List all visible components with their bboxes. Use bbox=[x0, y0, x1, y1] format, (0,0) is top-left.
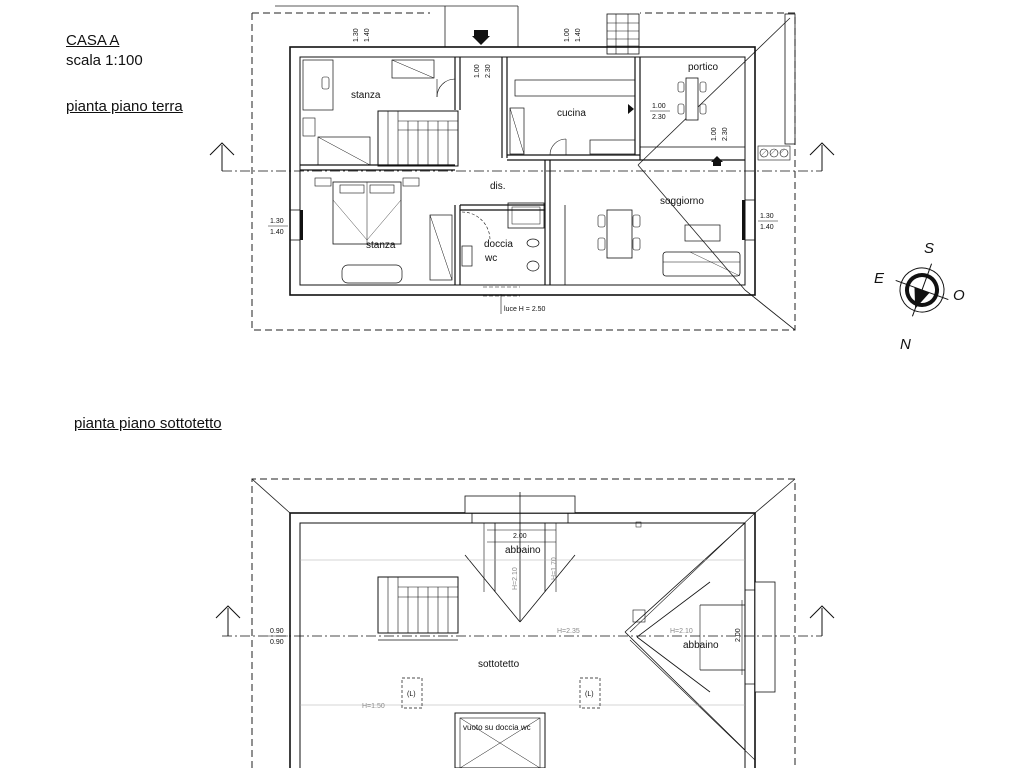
desk-top-room bbox=[302, 59, 334, 111]
compass-east-label: E bbox=[874, 270, 885, 287]
compass-rose-icon bbox=[895, 263, 949, 317]
room-label-cucina: cucina bbox=[557, 108, 586, 119]
dim-west-win-a: 1.30 bbox=[270, 218, 284, 225]
dim-kitchen-door-b: 2.30 bbox=[652, 114, 666, 121]
dim-portico-door-a: 1.00 bbox=[711, 127, 718, 141]
attic-roof-outline bbox=[251, 478, 796, 768]
shower-tray bbox=[507, 202, 545, 229]
room-label-portico: portico bbox=[688, 62, 718, 73]
entrance-arrow-icon bbox=[472, 36, 490, 45]
sofa bbox=[662, 251, 741, 277]
dim-dormer-right-width: 2.00 bbox=[735, 628, 742, 642]
attic-floor-plan: abbaino abbaino sottotetto vuoto su docc… bbox=[215, 478, 835, 768]
plan-title: CASA A bbox=[66, 32, 120, 49]
dim-kitchen-door-a: 1.00 bbox=[652, 103, 666, 110]
dim-east-win-a: 1.30 bbox=[760, 213, 774, 220]
skylight-left-label: (L) bbox=[407, 691, 416, 698]
plan-scale: scala 1:100 bbox=[66, 52, 143, 69]
void-label: vuoto su doccia wc bbox=[463, 723, 531, 732]
void-over-bathroom bbox=[454, 712, 546, 768]
room-label-wc: wc bbox=[484, 253, 497, 264]
kitchen-counter bbox=[514, 79, 636, 97]
room-label-abbaino-top: abbaino bbox=[505, 545, 541, 556]
room-label-dis: dis. bbox=[490, 181, 506, 192]
roof-outline bbox=[251, 12, 796, 331]
dim-door-b: 2.30 bbox=[485, 64, 492, 78]
height-label-235: H=2.35 bbox=[557, 628, 580, 635]
dormer-right bbox=[754, 581, 776, 693]
dim-win2-b: 1.40 bbox=[575, 28, 582, 42]
compass-north-label: N bbox=[900, 336, 911, 353]
skylight-right-label: (L) bbox=[585, 691, 594, 698]
dim-dormer-top-width: 2.00 bbox=[513, 533, 527, 540]
dim-left-a: 0.90 bbox=[270, 628, 284, 635]
dim-win2-a: 1.00 bbox=[564, 28, 571, 42]
height-label-170: H=1.70 bbox=[551, 557, 558, 580]
ground-floor-title: pianta piano terra bbox=[66, 98, 183, 115]
dim-portico-door-b: 2.30 bbox=[722, 127, 729, 141]
plants-icon bbox=[759, 148, 789, 158]
compass-south-label: S bbox=[924, 240, 934, 257]
height-label-150: H=1.50 bbox=[362, 703, 385, 710]
attic-floor-title: pianta piano sottotetto bbox=[74, 415, 222, 432]
dim-east-win-b: 1.40 bbox=[760, 224, 774, 231]
ground-floor-plan: stanza cucina portico dis. soggiorno sta… bbox=[209, 5, 835, 331]
room-label-stanza-top: stanza bbox=[351, 90, 381, 101]
room-label-stanza-bottom: stanza bbox=[366, 240, 396, 251]
height-label-210-right: H=2.10 bbox=[670, 628, 693, 635]
room-label-doccia: doccia bbox=[484, 239, 513, 250]
toilet-icon bbox=[526, 260, 540, 272]
dim-left-b: 0.90 bbox=[270, 639, 284, 646]
portico-entrance-arrow-icon bbox=[711, 156, 723, 162]
room-label-sottotetto: sottotetto bbox=[478, 659, 520, 670]
room-label-soggiorno: soggiorno bbox=[660, 196, 704, 207]
light-height-note: luce H = 2.50 bbox=[504, 306, 546, 313]
skylight-right bbox=[579, 677, 601, 709]
room-label-abbaino-right: abbaino bbox=[683, 640, 719, 651]
skylight-left bbox=[401, 677, 423, 709]
kitchen-door-arrow-icon bbox=[628, 104, 634, 114]
dining-table bbox=[606, 209, 633, 259]
portico-table bbox=[685, 77, 699, 121]
height-label-210-top: H=2.10 bbox=[512, 567, 519, 590]
compass-west-label: O bbox=[953, 287, 965, 304]
dim-west-win-b: 1.40 bbox=[270, 229, 284, 236]
dim-win1-a: 1.30 bbox=[353, 28, 360, 42]
dim-win1-b: 1.40 bbox=[364, 28, 371, 42]
dim-door-a: 1.00 bbox=[474, 64, 481, 78]
